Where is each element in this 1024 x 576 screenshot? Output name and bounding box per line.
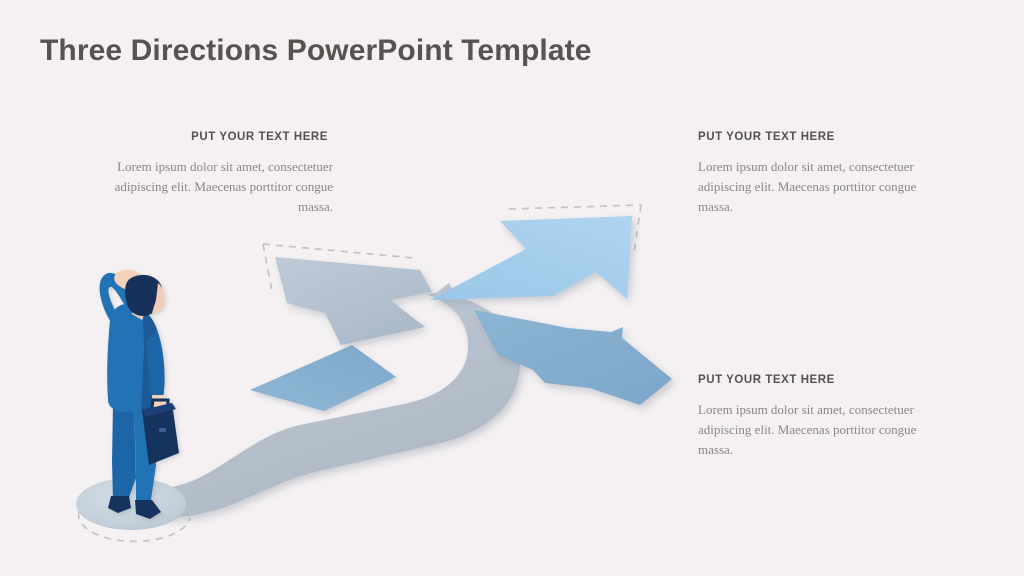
callout-left-heading: PUT YOUR TEXT HERE [191, 131, 328, 143]
arrow-up-left-head [275, 257, 432, 345]
callout-top-right-heading: PUT YOUR TEXT HERE [698, 131, 835, 143]
arrow-up-right-head [430, 216, 632, 300]
figure-hair [125, 274, 164, 316]
figure-hand-briefcase [152, 395, 166, 407]
figure-arm-raised [99, 272, 135, 324]
figure-collar [132, 304, 146, 320]
callout-top-right-body: Lorem ipsum dolor sit amet, consectetuer… [698, 159, 917, 214]
page-title: Three Directions PowerPoint Template [40, 34, 592, 67]
arrow-down-right [474, 310, 672, 405]
dashed-outline-group [77, 204, 642, 543]
callout-left: PUT YOUR TEXT HERE Lorem ipsum dolor sit… [85, 131, 333, 217]
figure-jacket-shading [141, 310, 163, 412]
businessman-figure [76, 269, 186, 530]
callout-bottom-right: PUT YOUR TEXT HERE Lorem ipsum dolor sit… [698, 374, 946, 460]
figure-platform [76, 478, 186, 530]
briefcase [142, 403, 179, 465]
callout-left-body: Lorem ipsum dolor sit amet, consectetuer… [114, 159, 333, 214]
briefcase-handle [150, 398, 170, 409]
dashed-outline-platform [77, 511, 191, 543]
arrow-down-right-head [474, 310, 672, 405]
figure-face [152, 283, 165, 314]
road-path [150, 283, 521, 519]
callout-top-right: PUT YOUR TEXT HERE Lorem ipsum dolor sit… [698, 131, 946, 217]
dashed-outline-up-right [508, 204, 642, 254]
briefcase-top-face [142, 403, 176, 417]
figure-leg-right [134, 404, 156, 506]
road-band [150, 283, 521, 519]
arrow-up-left [275, 257, 432, 345]
underside-face [250, 345, 396, 411]
figure-arm-down [146, 330, 165, 402]
figure-leg-left [112, 404, 136, 500]
figure-hand [114, 269, 146, 291]
arrow-up-right [430, 216, 632, 300]
figure-shoe-left [108, 496, 131, 513]
callout-bottom-right-body: Lorem ipsum dolor sit amet, consectetuer… [698, 402, 917, 457]
dashed-outline-up-left [262, 243, 415, 292]
figure-shoe-right [135, 500, 161, 519]
callout-bottom-right-heading: PUT YOUR TEXT HERE [698, 374, 835, 386]
briefcase-clasp [159, 428, 166, 432]
figure-jacket [107, 303, 163, 412]
arrow-underside-wedge [250, 345, 396, 411]
